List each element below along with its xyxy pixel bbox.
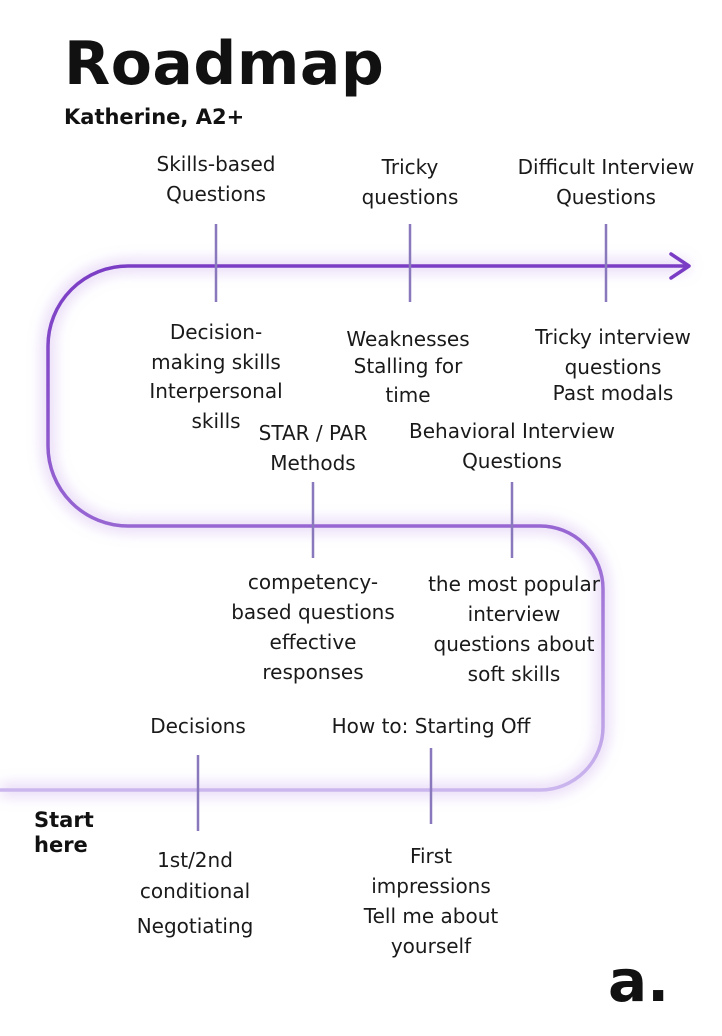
milestone-topic: Tricky questions [300, 152, 520, 212]
milestone-detail-line: responses [262, 660, 364, 684]
milestone-topic-line: Questions [462, 449, 562, 473]
milestone-detail-line: effective [269, 630, 357, 654]
milestone-detail-line: competency- [247, 570, 379, 594]
milestone-detail-line: Tell me about [363, 904, 499, 928]
milestone-topic: STAR / PAR Methods [203, 418, 423, 478]
milestone-detail-line: based questions [231, 600, 395, 624]
page-title: Roadmap [64, 29, 385, 99]
milestone-detail-line: making skills [151, 350, 281, 374]
milestone-detail-line: soft skills [467, 662, 561, 686]
milestone-topic-line: Methods [270, 451, 356, 475]
road-line [0, 264, 690, 792]
milestone-detail-line: conditional [139, 879, 251, 903]
milestone-detail-line: skills [191, 409, 241, 433]
milestone-detail-line: time [385, 383, 431, 407]
milestone-detail-line: questions [564, 355, 662, 379]
milestone-detail-line: impressions [371, 874, 491, 898]
milestone-topic: How to: Starting Off [321, 711, 541, 741]
milestone-detail-line: Negotiating [136, 914, 254, 938]
start-label-line: Start [34, 808, 94, 832]
milestone-detail-line: interview [467, 602, 561, 626]
road-arrowhead [669, 252, 691, 280]
milestone-topic-line: questions [361, 185, 459, 209]
milestone-topic: Decisions [88, 711, 308, 741]
milestone-detail-line: Past modals [552, 381, 674, 405]
milestone-topic-line: Questions [166, 182, 266, 206]
milestone-topic-line: How to: Starting Off [331, 714, 531, 738]
milestone-details: competency-based questions effective respo… [203, 567, 423, 687]
milestone-topic-line: Difficult Interview [517, 155, 695, 179]
milestone-detail-line: Decision- [169, 320, 263, 344]
brand-logo: a. [608, 947, 670, 1015]
page-subtitle: Katherine, A2+ [64, 105, 245, 129]
milestone-topic-line: Questions [556, 185, 656, 209]
milestone-topic-line: Decisions [150, 714, 246, 738]
milestone-detail-line: First [409, 844, 453, 868]
milestone-topic-line: Tricky [381, 155, 439, 179]
milestone-ticks [196, 224, 608, 831]
milestone-details: the most popular interview questions about… [404, 569, 624, 689]
start-here-label: Start here [34, 808, 94, 858]
milestone-detail-line: yourself [390, 934, 472, 958]
milestone-detail-line: Tricky interview [535, 325, 691, 349]
milestone-topic-line: STAR / PAR [258, 421, 368, 445]
milestone-detail-line: Stalling for [353, 354, 463, 378]
milestone-topic-line: Skills-based [156, 152, 276, 176]
milestone-detail-line: Interpersonal [149, 379, 283, 403]
milestone-detail-line: questions about [433, 632, 595, 656]
start-label-line: here [34, 833, 88, 857]
milestone-detail-line: 1st/2nd [157, 848, 233, 872]
milestone-detail-line: the most popular [428, 572, 600, 596]
milestone-detail-line: Weaknesses [346, 327, 470, 351]
milestone-topic-line: Behavioral Interview [409, 419, 615, 443]
